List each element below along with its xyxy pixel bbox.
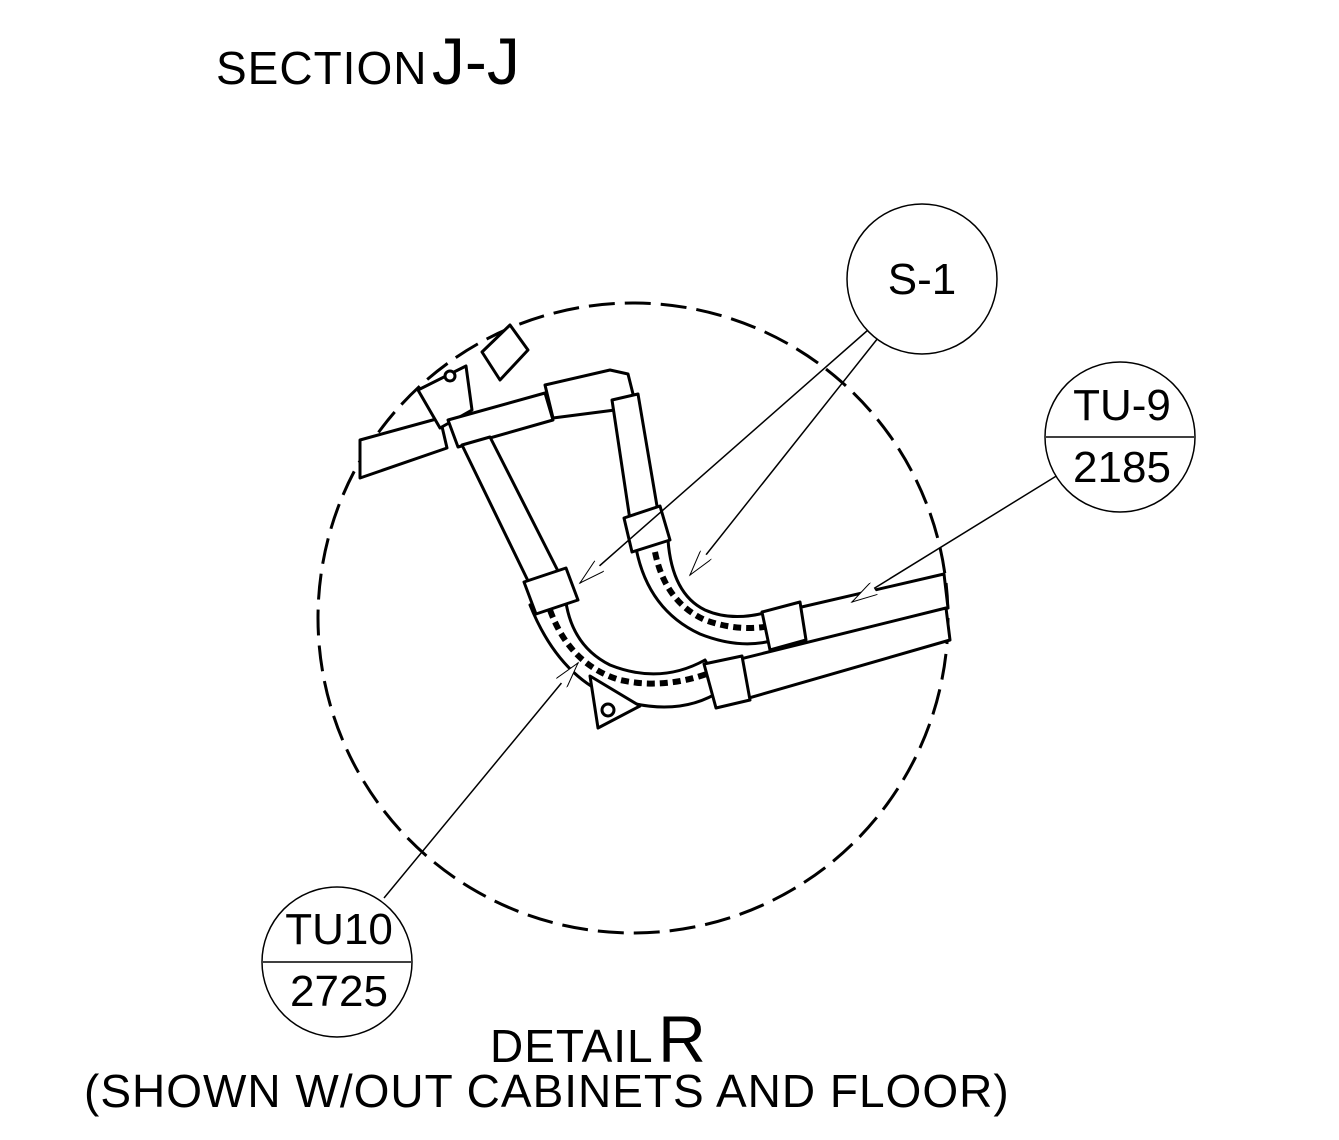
s1-callout: S-1 bbox=[846, 203, 998, 355]
right-sweep-coupling bbox=[622, 504, 672, 554]
detail-title-label: R bbox=[658, 1002, 706, 1076]
tu9-leader bbox=[852, 474, 1059, 602]
tu9-coupling bbox=[760, 600, 808, 652]
bracket-hole-upper bbox=[443, 369, 457, 383]
leader-lines bbox=[383, 329, 1059, 899]
section-title: SECTION J-J bbox=[216, 28, 520, 94]
left-sweep-coupling bbox=[522, 566, 580, 616]
tu10-callout: TU10 2725 bbox=[261, 886, 413, 1038]
s1-callout-text: S-1 bbox=[888, 255, 956, 304]
section-title-label: J-J bbox=[431, 24, 520, 98]
tu9-callout: TU-9 2185 bbox=[1044, 361, 1196, 513]
detail-subtitle: (SHOWN W/OUT CABINETS AND FLOOR) bbox=[84, 1065, 1010, 1117]
section-title-prefix: SECTION bbox=[216, 42, 428, 94]
tu10-callout-top: TU10 bbox=[285, 905, 393, 954]
upper-connector-pipe bbox=[446, 391, 555, 449]
tu10-leader bbox=[383, 663, 578, 899]
pipe-assembly bbox=[358, 323, 952, 730]
left-riser-pipe bbox=[460, 435, 562, 587]
upper-left-pipe bbox=[358, 416, 449, 480]
tu9-callout-top: TU-9 bbox=[1073, 381, 1171, 430]
tu10-coupling bbox=[702, 654, 752, 710]
tu10-callout-bottom: 2725 bbox=[290, 967, 388, 1016]
tu9-callout-bottom: 2185 bbox=[1073, 443, 1171, 492]
detail-title-prefix: DETAIL bbox=[490, 1020, 654, 1072]
bracket-hole-lower bbox=[600, 702, 616, 718]
s1-leader-left bbox=[580, 329, 869, 583]
detail-title: DETAIL R bbox=[490, 1006, 706, 1072]
left-sweep-inner-coil bbox=[547, 608, 714, 687]
s1-leader-right bbox=[690, 337, 879, 575]
s1-callout-circle bbox=[846, 203, 998, 355]
vertical-stub bbox=[480, 323, 530, 382]
right-riser-pipe bbox=[610, 392, 660, 522]
right-sweep-inner-coil bbox=[652, 551, 771, 631]
